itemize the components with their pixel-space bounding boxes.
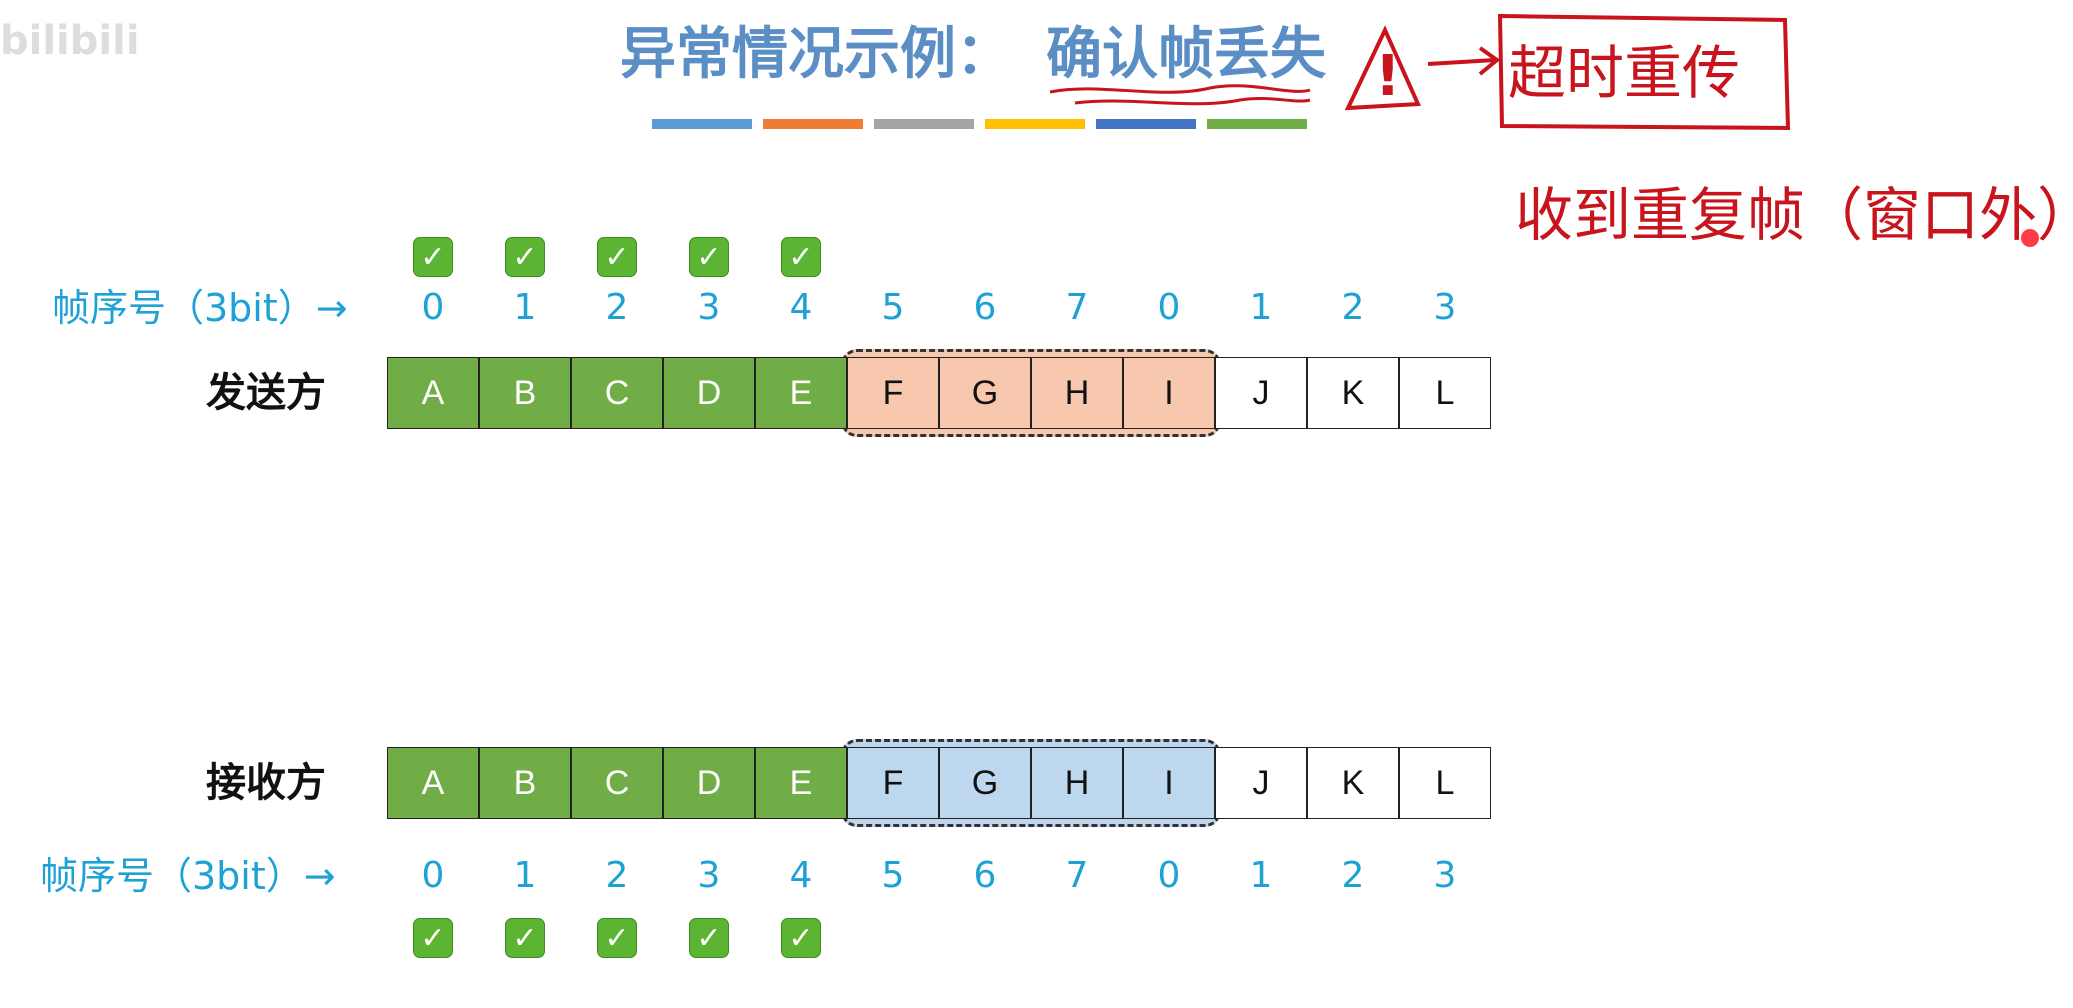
sender-frame-E: E	[755, 357, 847, 429]
receiver-seq-number: 3	[1433, 855, 1457, 896]
receiver-frame-K: K	[1307, 747, 1399, 819]
slide-title-highlight: 确认帧丢失	[1046, 22, 1326, 87]
sender-frame-A: A	[387, 357, 479, 429]
receiver-frame-I: I	[1123, 747, 1215, 819]
receiver-seq-number: 6	[973, 855, 997, 896]
receiver-check-icon: ✓	[597, 918, 637, 958]
sender-frame-J: J	[1215, 357, 1307, 429]
title-stripe	[1096, 119, 1196, 129]
warning-mark: !	[1375, 44, 1401, 109]
title-stripe	[763, 119, 863, 129]
receiver-check-icon: ✓	[505, 918, 545, 958]
receiver-frame-L: L	[1399, 747, 1491, 819]
receiver-frame-H: H	[1031, 747, 1123, 819]
sender-seq-number: 7	[1065, 287, 1089, 328]
duplicate-frame-note: 收到重复帧（窗口外）	[1515, 181, 2073, 249]
sender-frame-B: B	[479, 357, 571, 429]
sender-seq-number: 0	[421, 287, 445, 328]
sender-frame-D: D	[663, 357, 755, 429]
receiver-check-icon: ✓	[689, 918, 729, 958]
sender-frame-I: I	[1123, 357, 1215, 429]
receiver-frame-B: B	[479, 747, 571, 819]
arrow-icon	[1427, 46, 1501, 76]
slide-title-prefix: 异常情况示例：	[620, 22, 1012, 87]
receiver-seq-number: 2	[1341, 855, 1365, 896]
receiver-label: 接收方	[206, 760, 326, 806]
sender-seq-number: 5	[881, 287, 905, 328]
receiver-seq-label: 帧序号（3bit）→	[40, 854, 336, 898]
sender-frame-L: L	[1399, 357, 1491, 429]
sender-seq-number: 2	[1341, 287, 1365, 328]
sender-seq-number: 0	[1157, 287, 1181, 328]
receiver-seq-number: 3	[697, 855, 721, 896]
receiver-seq-number: 5	[881, 855, 905, 896]
receiver-check-icon: ✓	[781, 918, 821, 958]
sender-seq-number: 6	[973, 287, 997, 328]
title-stripe	[985, 119, 1085, 129]
receiver-frame-C: C	[571, 747, 663, 819]
title-stripe	[1207, 119, 1307, 129]
receiver-seq-number: 1	[1249, 855, 1273, 896]
sender-seq-number: 3	[697, 287, 721, 328]
timeout-retransmit-note: 超时重传	[1508, 39, 1741, 107]
sender-seq-label: 帧序号（3bit）→	[52, 286, 348, 330]
warning-triangle-icon	[1344, 25, 1422, 111]
receiver-seq-number: 0	[1157, 855, 1181, 896]
sender-seq-number: 4	[789, 287, 813, 328]
receiver-frame-J: J	[1215, 747, 1307, 819]
sender-check-icon: ✓	[781, 237, 821, 277]
sender-check-icon: ✓	[413, 237, 453, 277]
receiver-frame-D: D	[663, 747, 755, 819]
sender-frame-H: H	[1031, 357, 1123, 429]
sender-seq-number: 2	[605, 287, 629, 328]
sender-frame-G: G	[939, 357, 1031, 429]
bilibili-watermark: bilibili	[0, 18, 140, 64]
title-underline-scribble	[1049, 84, 1311, 94]
receiver-frame-A: A	[387, 747, 479, 819]
title-stripe	[652, 119, 752, 129]
sender-frame-F: F	[847, 357, 939, 429]
sender-label: 发送方	[206, 370, 326, 416]
receiver-seq-number: 2	[605, 855, 629, 896]
sender-check-icon: ✓	[597, 237, 637, 277]
title-stripe	[874, 119, 974, 129]
timeout-box	[1497, 13, 1791, 131]
sender-frame-K: K	[1307, 357, 1399, 429]
receiver-check-icon: ✓	[413, 918, 453, 958]
sender-check-icon: ✓	[689, 237, 729, 277]
receiver-seq-number: 4	[789, 855, 813, 896]
laser-pointer-dot	[2021, 229, 2039, 247]
receiver-seq-number: 0	[421, 855, 445, 896]
receiver-frame-G: G	[939, 747, 1031, 819]
sender-seq-number: 3	[1433, 287, 1457, 328]
receiver-seq-number: 7	[1065, 855, 1089, 896]
sender-seq-number: 1	[1249, 287, 1273, 328]
receiver-frame-E: E	[755, 747, 847, 819]
sender-seq-number: 1	[513, 287, 537, 328]
receiver-frame-F: F	[847, 747, 939, 819]
sender-frame-C: C	[571, 357, 663, 429]
receiver-seq-number: 1	[513, 855, 537, 896]
title-underline-scribble-2	[1074, 96, 1311, 106]
sender-check-icon: ✓	[505, 237, 545, 277]
